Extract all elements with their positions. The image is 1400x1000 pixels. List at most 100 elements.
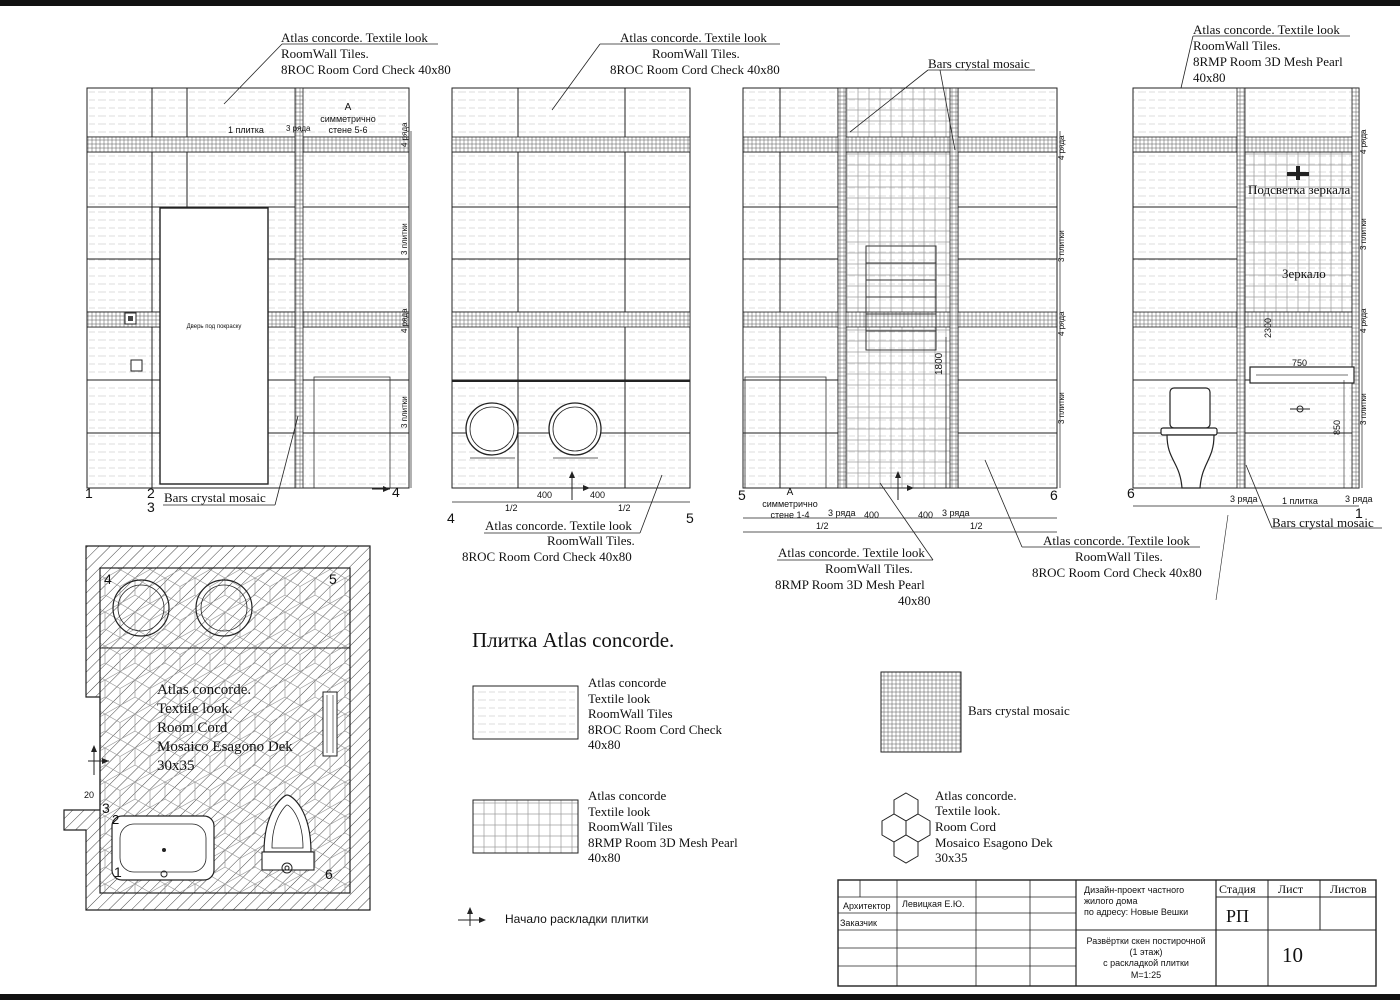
svg-text:4: 4 — [447, 510, 455, 526]
svg-text:RoomWall Tiles.: RoomWall Tiles. — [547, 533, 635, 548]
svg-text:2: 2 — [112, 812, 119, 827]
svg-text:Atlas concorde. Textile look: Atlas concorde. Textile look — [485, 518, 632, 533]
svg-text:3 ряда: 3 ряда — [828, 508, 856, 518]
svg-text:Room Cord: Room Cord — [157, 720, 228, 736]
svg-text:40x80: 40x80 — [588, 737, 621, 752]
door-label: Дверь под покраску — [187, 324, 242, 330]
svg-text:3: 3 — [102, 800, 110, 816]
shelf-unit — [865, 245, 937, 351]
toilet-plan — [261, 794, 315, 871]
svg-text:3 ряда: 3 ряда — [1345, 494, 1373, 504]
svg-text:4 ряда: 4 ряда — [1359, 129, 1368, 154]
svg-text:8ROC Room Cord Check 40x80: 8ROC Room Cord Check 40x80 — [281, 62, 451, 77]
svg-text:Atlas concorde. Textile look: Atlas concorde. Textile look — [1193, 22, 1340, 37]
svg-text:Подсветка зеркала: Подсветка зеркала — [1248, 182, 1350, 197]
svg-text:Textile look.: Textile look. — [157, 701, 233, 717]
svg-text:10: 10 — [1282, 943, 1303, 967]
svg-text:8RMP Room 3D Mesh Pearl: 8RMP Room 3D Mesh Pearl — [775, 577, 925, 592]
svg-text:750: 750 — [1292, 358, 1307, 368]
door — [159, 207, 269, 485]
svg-text:1: 1 — [85, 485, 93, 501]
svg-text:Зеркало: Зеркало — [1282, 266, 1326, 281]
svg-text:Лист: Лист — [1278, 882, 1304, 896]
svg-text:8RMP Room 3D Mesh Pearl: 8RMP Room 3D Mesh Pearl — [1193, 54, 1343, 69]
toilet — [1160, 387, 1218, 489]
svg-text:20: 20 — [84, 790, 94, 800]
svg-text:3 ряда: 3 ряда — [942, 508, 970, 518]
svg-text:3 плитки: 3 плитки — [400, 223, 409, 255]
svg-text:5: 5 — [738, 487, 746, 503]
svg-text:40x80: 40x80 — [1193, 70, 1226, 85]
svg-text:8ROC Room Cord Check 40x80: 8ROC Room Cord Check 40x80 — [610, 62, 780, 77]
svg-text:4: 4 — [392, 484, 400, 500]
svg-text:400: 400 — [918, 510, 933, 520]
svg-text:3 плитки: 3 плитки — [1359, 393, 1368, 425]
svg-text:5: 5 — [686, 510, 694, 526]
svg-text:стене 5-6: стене 5-6 — [328, 125, 367, 135]
svg-text:симметрично: симметрично — [762, 499, 817, 509]
svg-text:5: 5 — [329, 571, 337, 587]
svg-text:Textile look: Textile look — [588, 691, 651, 706]
legend-title: Плитка Atlas concorde. — [472, 628, 674, 652]
svg-text:8ROC Room Cord Check 40x80: 8ROC Room Cord Check 40x80 — [1032, 565, 1202, 580]
svg-text:400: 400 — [590, 490, 605, 500]
svg-text:Room Cord: Room Cord — [935, 819, 997, 834]
svg-text:1 плитка: 1 плитка — [228, 125, 264, 135]
svg-text:стене 1-4: стене 1-4 — [770, 510, 809, 520]
svg-text:A: A — [345, 102, 352, 113]
svg-text:(1 этаж): (1 этаж) — [1130, 947, 1163, 957]
svg-text:RoomWall Tiles.: RoomWall Tiles. — [281, 46, 369, 61]
svg-text:40x80: 40x80 — [588, 850, 621, 865]
svg-text:400: 400 — [537, 490, 552, 500]
svg-text:8ROC Room Cord Check: 8ROC Room Cord Check — [588, 722, 722, 737]
svg-text:2300: 2300 — [1263, 318, 1273, 338]
svg-text:4 ряда: 4 ряда — [1057, 135, 1066, 160]
svg-text:4 ряда: 4 ряда — [400, 122, 409, 147]
svg-text:6: 6 — [1050, 487, 1058, 503]
svg-text:3 плитки: 3 плитки — [1057, 392, 1066, 424]
svg-text:6: 6 — [1127, 485, 1135, 501]
svg-text:3 плитки: 3 плитки — [1057, 230, 1066, 262]
svg-text:Дизайн-проект частного: Дизайн-проект частного — [1084, 885, 1184, 895]
svg-text:3 плитки: 3 плитки — [1359, 218, 1368, 250]
svg-text:Mosaico Esagono Dek: Mosaico Esagono Dek — [935, 835, 1053, 850]
svg-text:Развёртки скен постирочной: Развёртки скен постирочной — [1087, 936, 1206, 946]
svg-text:Atlas concorde. Textile look: Atlas concorde. Textile look — [281, 30, 428, 45]
sink-plan — [111, 815, 215, 881]
svg-text:4 ряда: 4 ряда — [1057, 311, 1066, 336]
washer-drum-right — [548, 402, 602, 456]
svg-text:Левицкая Е.Ю.: Левицкая Е.Ю. — [902, 899, 965, 909]
svg-text:жилого дома: жилого дома — [1084, 896, 1137, 906]
svg-text:Atlas concorde. Textile look: Atlas concorde. Textile look — [778, 545, 925, 560]
svg-text:1800: 1800 — [934, 352, 945, 375]
lamp-icon — [1287, 166, 1309, 180]
svg-text:Стадия: Стадия — [1219, 882, 1256, 896]
svg-text:Архитектор: Архитектор — [843, 901, 891, 911]
svg-text:Заказчик: Заказчик — [840, 918, 877, 928]
floor-plan: Atlas concorde. Textile look. Room Cord … — [63, 545, 371, 911]
svg-text:6: 6 — [325, 866, 333, 882]
svg-text:8RMP Room 3D Mesh Pearl: 8RMP Room 3D Mesh Pearl — [588, 835, 738, 850]
svg-text:1: 1 — [1355, 505, 1363, 521]
svg-text:по адресу: Новые Вешки: по адресу: Новые Вешки — [1084, 907, 1188, 917]
sink — [1249, 366, 1355, 413]
svg-text:4: 4 — [104, 571, 112, 587]
svg-text:4 ряда: 4 ряда — [400, 308, 409, 333]
svg-text:30x35: 30x35 — [935, 850, 968, 865]
svg-text:400: 400 — [864, 510, 879, 520]
svg-text:М=1:25: М=1:25 — [1131, 970, 1161, 980]
svg-text:1/2: 1/2 — [816, 521, 829, 531]
svg-text:Atlas concorde.: Atlas concorde. — [935, 788, 1017, 803]
svg-text:Bars crystal mosaic: Bars crystal mosaic — [164, 490, 266, 505]
legend-swatch-mesh — [472, 799, 579, 854]
svg-text:1: 1 — [114, 864, 122, 880]
svg-text:RoomWall Tiles: RoomWall Tiles — [588, 706, 673, 721]
svg-text:Mosaico Esagono Dek: Mosaico Esagono Dek — [157, 739, 293, 755]
svg-text:30x35: 30x35 — [157, 758, 195, 774]
svg-text:RoomWall Tiles.: RoomWall Tiles. — [652, 46, 740, 61]
svg-text:Листов: Листов — [1330, 882, 1367, 896]
svg-text:40x80: 40x80 — [898, 593, 931, 608]
svg-text:RoomWall Tiles.: RoomWall Tiles. — [825, 561, 913, 576]
svg-text:РП: РП — [1226, 906, 1249, 926]
